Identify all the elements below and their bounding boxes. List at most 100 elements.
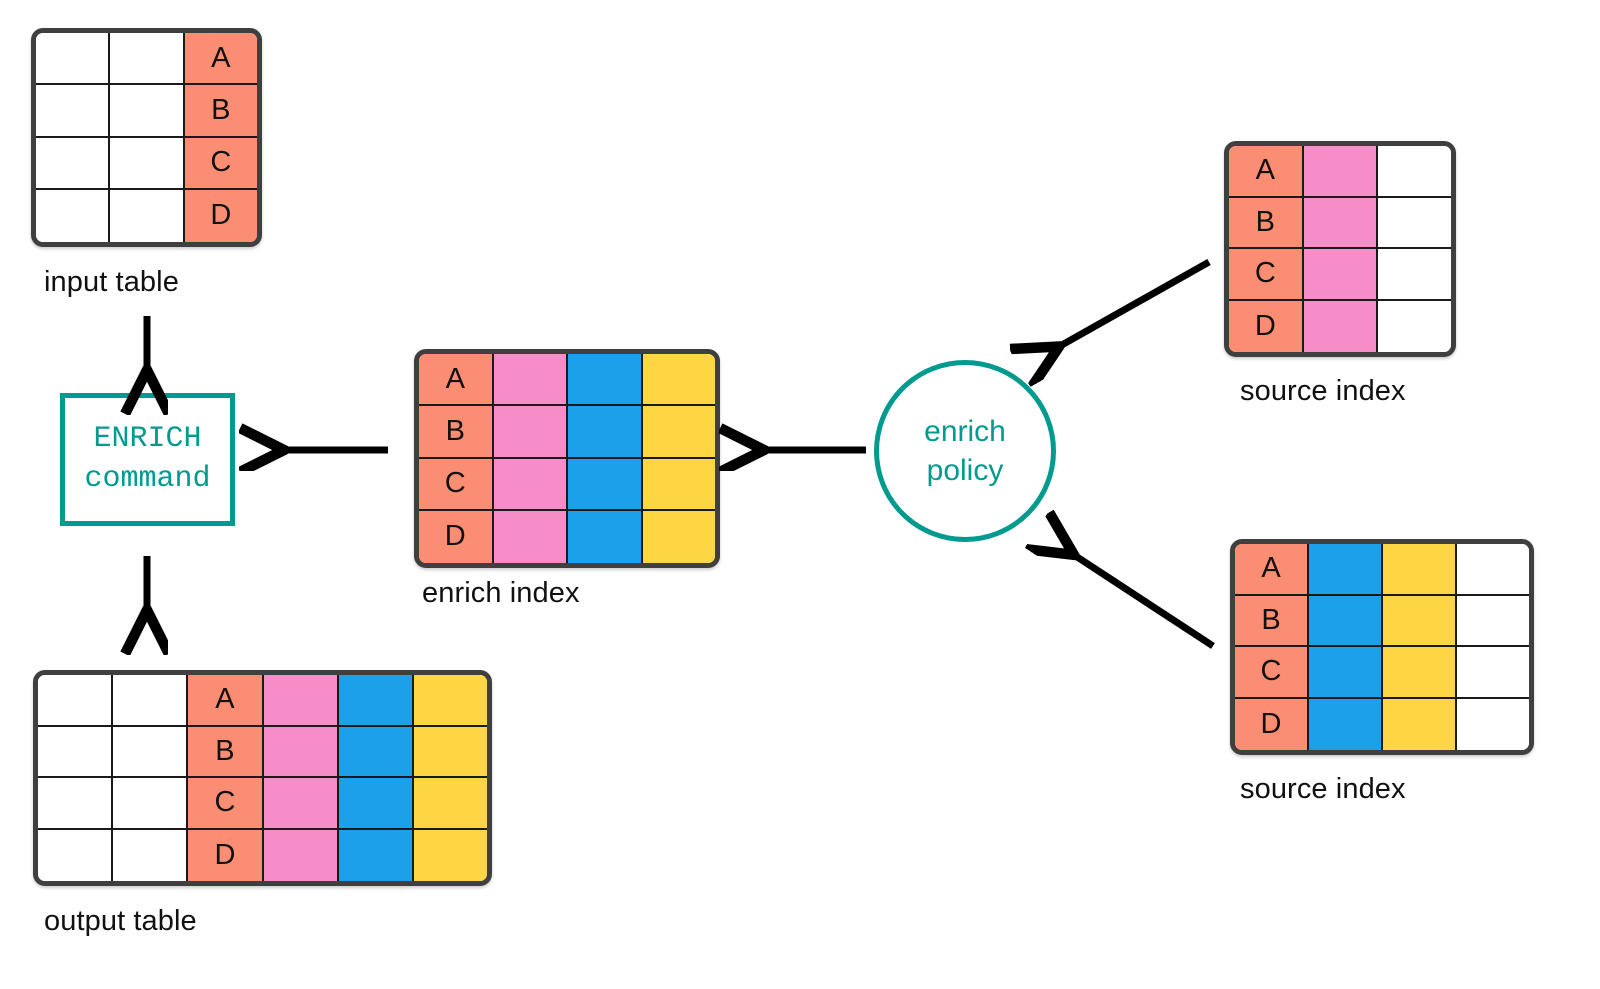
- table-cell: [113, 675, 189, 727]
- output-table-caption: output table: [44, 905, 197, 937]
- table-cell: [36, 33, 111, 86]
- table-cell: B: [1229, 197, 1304, 249]
- enrich-policy-circle[interactable]: enrich policy: [874, 360, 1056, 542]
- table-cell: [36, 85, 111, 138]
- table-cell: [493, 406, 568, 459]
- table-cell: D: [188, 829, 264, 881]
- enrich-policy-line2: policy: [926, 454, 1004, 487]
- table-cell: [110, 189, 185, 242]
- enrich-index-caption: enrich index: [422, 577, 580, 609]
- table-cell: [642, 406, 715, 459]
- table-cell: [413, 675, 487, 727]
- table-row: D: [38, 829, 487, 881]
- table-cell: [263, 829, 339, 881]
- table-cell: [1383, 647, 1457, 699]
- table-cell: [1378, 146, 1451, 198]
- table-cell: [110, 85, 185, 138]
- table-cell: A: [184, 33, 257, 86]
- table-cell: [113, 778, 189, 830]
- table-cell: A: [188, 675, 264, 727]
- table-row: D: [1235, 698, 1529, 750]
- table-row: A: [38, 675, 487, 727]
- table-row: D: [419, 510, 715, 563]
- table-cell: [338, 778, 414, 830]
- table-row: C: [38, 778, 487, 830]
- table-cell: [110, 137, 185, 190]
- table-row: C: [36, 137, 257, 190]
- table-cell: [642, 510, 715, 563]
- table-cell: A: [1235, 544, 1309, 596]
- table-cell: [110, 33, 185, 86]
- table-cell: [113, 726, 189, 778]
- table-cell: [1457, 647, 1529, 699]
- table-cell: [1383, 698, 1457, 750]
- table-cell: D: [1229, 300, 1304, 352]
- table-cell: [38, 829, 114, 881]
- table-cell: [263, 675, 339, 727]
- table-cell: [413, 726, 487, 778]
- source-index-bottom-caption: source index: [1240, 773, 1406, 805]
- table-cell: [642, 458, 715, 511]
- table-cell: [1378, 197, 1451, 249]
- table-cell: [568, 510, 643, 563]
- input-table-caption: input table: [44, 266, 179, 298]
- table-cell: [1457, 544, 1529, 596]
- source-index-top-caption: source index: [1240, 375, 1406, 407]
- table-cell: B: [1235, 595, 1309, 647]
- table-cell: B: [419, 406, 494, 459]
- table-cell: [1303, 146, 1379, 198]
- table-cell: [413, 829, 487, 881]
- table-cell: D: [1235, 698, 1309, 750]
- table-row: C: [419, 458, 715, 511]
- arrow-source-index-top-to-policy: [1053, 258, 1211, 350]
- enrich-command-box[interactable]: ENRICH command: [60, 393, 235, 526]
- table-cell: [1309, 647, 1383, 699]
- table-row: B: [38, 726, 487, 778]
- table-cell: [38, 726, 114, 778]
- table-cell: [493, 510, 568, 563]
- arrow-source-index-bottom-to-policy: [1068, 551, 1215, 649]
- table-cell: C: [188, 778, 264, 830]
- table-cell: [1303, 249, 1379, 301]
- enrich-command-line2: command: [84, 461, 211, 496]
- table-row: B: [419, 406, 715, 459]
- table-cell: [1457, 698, 1529, 750]
- table-cell: [493, 458, 568, 511]
- table-row: A: [1235, 544, 1529, 596]
- table-cell: [568, 354, 643, 407]
- table-cell: [1383, 595, 1457, 647]
- table-cell: [263, 726, 339, 778]
- table-cell: [1378, 249, 1451, 301]
- table-cell: C: [1235, 647, 1309, 699]
- table-cell: [642, 354, 715, 407]
- table-cell: [1309, 544, 1383, 596]
- table-cell: [113, 829, 189, 881]
- table-cell: A: [419, 354, 494, 407]
- table-row: B: [1235, 595, 1529, 647]
- table-cell: [1303, 197, 1379, 249]
- table-cell: [493, 354, 568, 407]
- table-cell: [1309, 595, 1383, 647]
- table-cell: [36, 137, 111, 190]
- table-cell: [338, 726, 414, 778]
- table-cell: [36, 189, 111, 242]
- table-row: A: [1229, 146, 1451, 198]
- table-row: C: [1229, 249, 1451, 301]
- table-cell: [1378, 300, 1451, 352]
- table-cell: B: [184, 85, 257, 138]
- table-cell: [1383, 544, 1457, 596]
- table-row: B: [1229, 197, 1451, 249]
- table-cell: [1309, 698, 1383, 750]
- table-cell: A: [1229, 146, 1304, 198]
- table-cell: [1457, 595, 1529, 647]
- table-cell: [338, 829, 414, 881]
- enrich-policy-line1: enrich: [924, 415, 1006, 448]
- table-cell: [38, 778, 114, 830]
- table-row: A: [419, 354, 715, 407]
- table-row: D: [36, 189, 257, 242]
- table-cell: [568, 458, 643, 511]
